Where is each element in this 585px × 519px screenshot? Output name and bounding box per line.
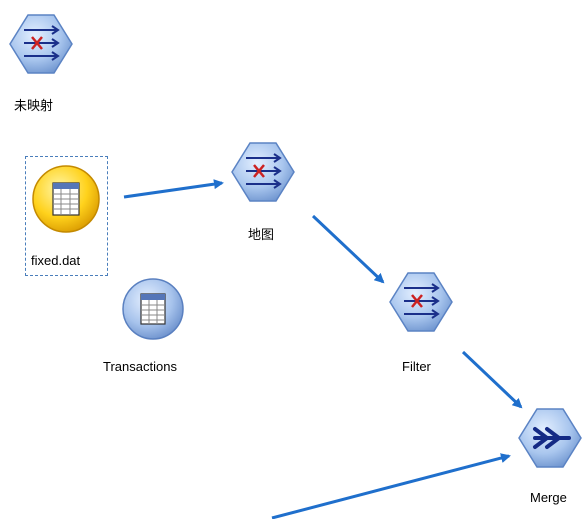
- link-filter-to-merge[interactable]: [461, 350, 523, 409]
- link-offscreen-to-merge[interactable]: [271, 453, 511, 519]
- merge-icon: [518, 408, 582, 468]
- node-merge[interactable]: [515, 404, 585, 474]
- table-icon: [122, 278, 184, 340]
- filter-icon: [231, 142, 295, 202]
- node-unmapped[interactable]: [6, 10, 76, 90]
- node-filter[interactable]: [386, 268, 456, 338]
- node-label-fixed-dat: fixed.dat: [31, 253, 81, 268]
- filter-icon: [9, 14, 73, 74]
- link-fixed-to-map[interactable]: [123, 179, 224, 199]
- node-fixed-dat[interactable]: [30, 163, 102, 235]
- node-label-merge: Merge: [530, 490, 567, 505]
- link-map-to-filter[interactable]: [311, 214, 385, 284]
- node-label-unmapped: 未映射: [14, 98, 54, 113]
- table-icon: [32, 165, 100, 233]
- node-label-map: 地图: [248, 227, 275, 242]
- node-label-filter: Filter: [402, 359, 431, 374]
- node-label-transactions: Transactions: [103, 359, 177, 374]
- filter-icon: [389, 272, 453, 332]
- node-transactions[interactable]: [118, 274, 188, 344]
- node-map[interactable]: [228, 138, 298, 208]
- selection-box: [25, 156, 108, 276]
